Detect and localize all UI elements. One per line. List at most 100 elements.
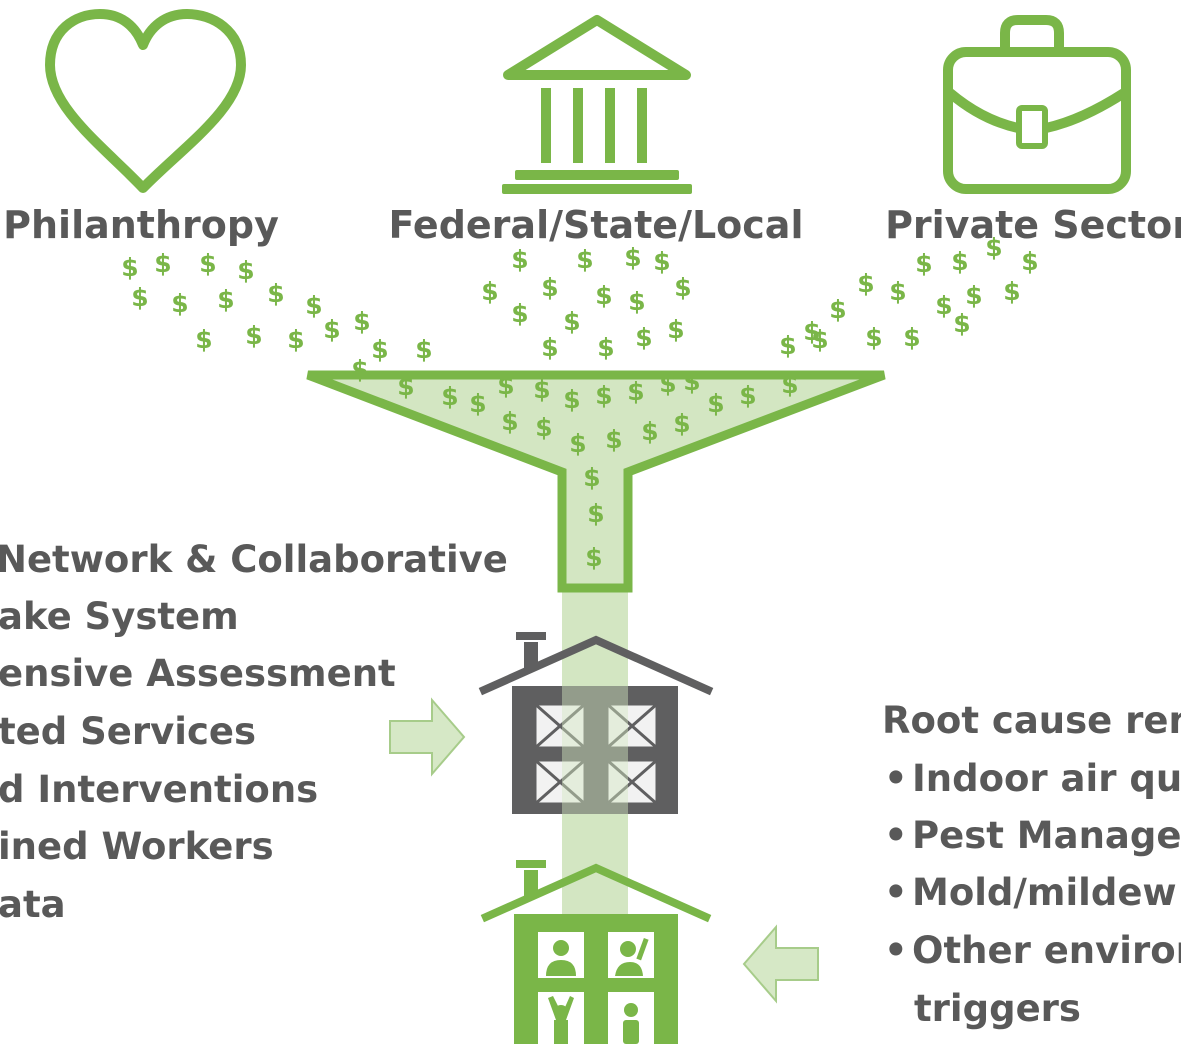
right-arrow-icon	[389, 697, 466, 777]
dollar-sign: $	[587, 499, 604, 528]
dollar-sign: $	[781, 370, 798, 399]
dollar-sign: $	[267, 279, 284, 308]
dollar-sign: $	[953, 309, 970, 338]
bullet-icon: •	[884, 929, 908, 972]
left-list-item: Network & Collaborative	[0, 538, 508, 581]
dollar-sign: $	[739, 381, 756, 410]
dollar-sign: $	[595, 281, 612, 310]
heart-icon	[45, 9, 246, 193]
government-building-icon	[502, 15, 692, 194]
dollar-sign: $	[154, 249, 171, 278]
dollar-sign: $	[563, 385, 580, 414]
dollar-sign: $	[865, 323, 882, 352]
dollar-sign: $	[469, 389, 486, 418]
dollar-sign: $	[371, 335, 388, 364]
dollar-signs: $$$$$$$$$$$$$$$$$$$$$$$$$$$$$$$$$$$$$$$$…	[121, 233, 1038, 572]
dollar-sign: $	[497, 371, 514, 400]
label-private-sector: Private Sector	[885, 203, 1181, 247]
dollar-sign: $	[627, 377, 644, 406]
bullet-icon: •	[884, 757, 908, 800]
dollar-sign: $	[415, 335, 432, 364]
dollar-sign: $	[351, 355, 368, 384]
dollar-sign: $	[857, 269, 874, 298]
right-list-item: Indoor air qua	[912, 757, 1181, 800]
dollar-sign: $	[667, 315, 684, 344]
dollar-sign: $	[889, 277, 906, 306]
right-list-item: Mold/mildew	[912, 871, 1177, 914]
dollar-sign: $	[903, 323, 920, 352]
dollar-sign: $	[305, 291, 322, 320]
dollar-sign: $	[131, 283, 148, 312]
dollar-sign: $	[707, 389, 724, 418]
left-list-item: d Interventions	[0, 768, 318, 811]
dollar-sign: $	[915, 249, 932, 278]
right-list-title: Root cause rem	[882, 699, 1181, 742]
green-house-icon	[480, 860, 712, 1044]
dollar-sign: $	[985, 233, 1002, 262]
funnel-icon	[306, 370, 886, 593]
dollar-sign: $	[535, 413, 552, 442]
dollar-sign: $	[199, 249, 216, 278]
dollar-sign: $	[533, 375, 550, 404]
dollar-sign: $	[353, 307, 370, 336]
dollar-sign: $	[605, 425, 622, 454]
dollar-sign: $	[1003, 277, 1020, 306]
dollar-sign: $	[569, 429, 586, 458]
briefcase-icon	[943, 15, 1131, 194]
left-list-item: ensive Assessment	[0, 652, 396, 695]
dollar-sign: $	[641, 417, 658, 446]
dollar-sign: $	[583, 463, 600, 492]
dollar-sign: $	[683, 367, 700, 396]
left-list-item: ata	[0, 883, 66, 926]
dollar-sign: $	[195, 325, 212, 354]
dollar-sign: $	[965, 281, 982, 310]
dollar-sign: $	[935, 291, 952, 320]
dollar-sign: $	[779, 331, 796, 360]
dollar-sign: $	[576, 245, 593, 274]
dollar-sign: $	[217, 285, 234, 314]
dollar-sign: $	[951, 247, 968, 276]
dollar-sign: $	[829, 295, 846, 324]
dollar-sign: $	[397, 372, 414, 401]
dollar-sign: $	[628, 287, 645, 316]
dollar-sign: $	[597, 333, 614, 362]
label-government: Federal/State/Local	[389, 203, 804, 247]
dollar-sign: $	[441, 382, 458, 411]
dollar-sign: $	[673, 409, 690, 438]
dollar-sign: $	[624, 243, 641, 272]
label-philanthropy: Philanthropy	[3, 203, 279, 247]
right-list-item: Pest Managen	[912, 814, 1181, 857]
dollar-sign: $	[635, 323, 652, 352]
dollar-sign: $	[1021, 247, 1038, 276]
left-service-list: Network & Collaborative ake System ensiv…	[0, 538, 508, 926]
dollar-sign: $	[171, 289, 188, 318]
left-list-item: ted Services	[0, 710, 256, 753]
dollar-sign: $	[121, 253, 138, 282]
dollar-sign: $	[287, 325, 304, 354]
right-list-item: Other environ	[912, 929, 1181, 972]
dollar-sign: $	[563, 307, 580, 336]
left-list-item: ined Workers	[0, 825, 274, 868]
dollar-sign: $	[659, 369, 676, 398]
dollar-sign: $	[237, 256, 254, 285]
right-root-cause-list: Root cause rem • Indoor air qua • Pest M…	[882, 699, 1181, 1030]
dollar-sign: $	[511, 245, 528, 274]
dollar-sign: $	[653, 247, 670, 276]
bullet-icon: •	[884, 814, 908, 857]
dollar-sign: $	[245, 321, 262, 350]
dollar-sign: $	[674, 273, 691, 302]
left-arrow-icon	[742, 924, 819, 1004]
dollar-sign: $	[323, 315, 340, 344]
left-list-item: ake System	[0, 595, 239, 638]
dollar-sign: $	[585, 543, 602, 572]
dollar-sign: $	[501, 407, 518, 436]
dollar-sign: $	[803, 317, 820, 346]
right-list-continuation: triggers	[914, 987, 1081, 1030]
dollar-sign: $	[541, 333, 558, 362]
dollar-sign: $	[811, 325, 828, 354]
dollar-sign: $	[481, 277, 498, 306]
bullet-icon: •	[884, 871, 908, 914]
dollar-sign: $	[541, 273, 558, 302]
dollar-sign: $	[511, 299, 528, 328]
